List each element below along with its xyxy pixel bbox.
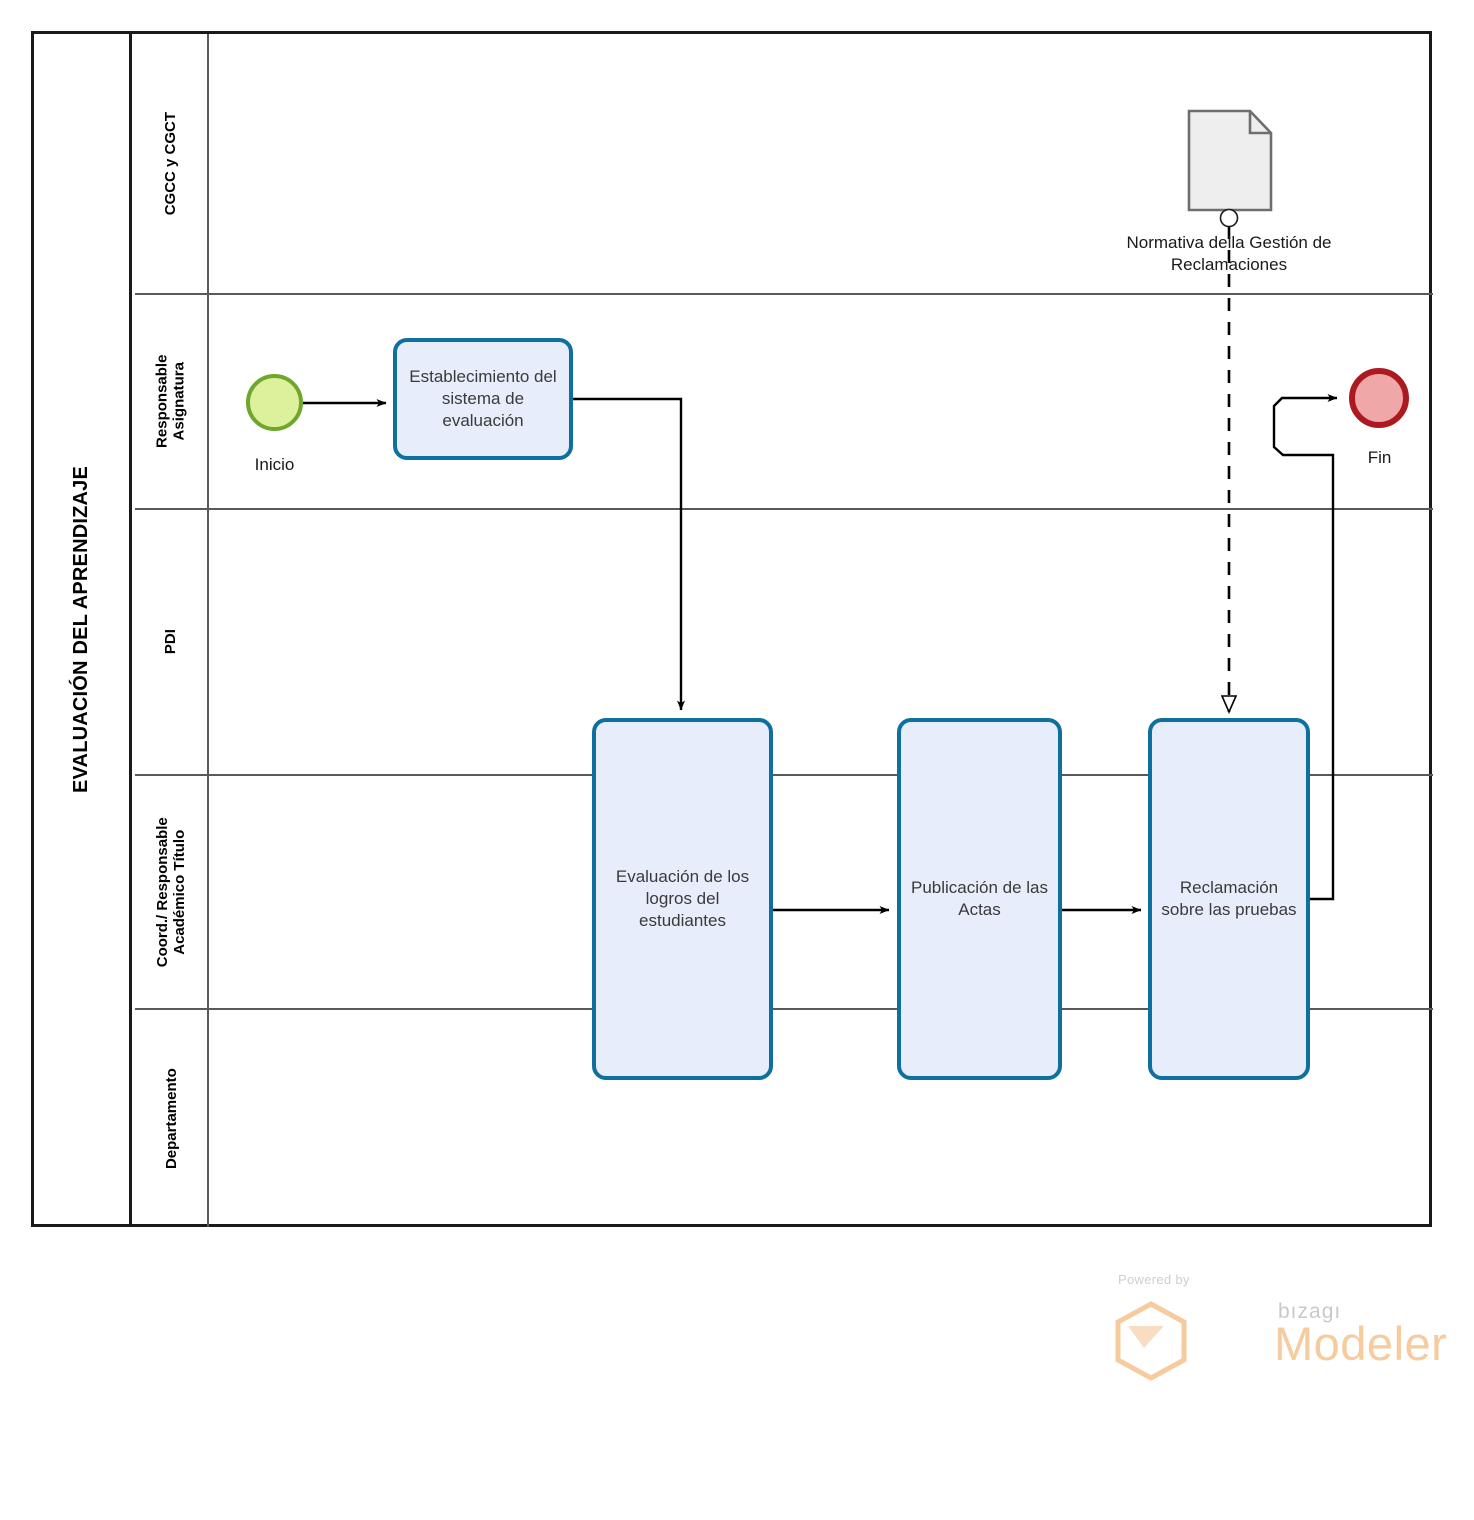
task-label: Establecimiento del sistema de evaluació… xyxy=(409,367,557,430)
lane-label-line2: Asignatura xyxy=(171,362,188,441)
lane-label-column-cgcc: CGCC y CGCT xyxy=(135,34,209,293)
lane-label-line1: Coord./ Responsable xyxy=(153,816,171,968)
task-publicacion-de-las-actas[interactable]: Publicación de las Actas xyxy=(897,718,1062,1080)
lane-label-departamento: Departamento xyxy=(162,1068,180,1169)
lane-label-cgcc: CGCC y CGCT xyxy=(162,111,180,216)
lane-label-column-departamento: Departamento xyxy=(135,1010,209,1227)
lane-departamento: Departamento xyxy=(135,1010,1433,1227)
lane-label-column-pdi: PDI xyxy=(135,510,209,774)
task-label: Evaluación de los logros del estudiantes xyxy=(615,867,750,930)
task-label: Publicación de las Actas xyxy=(910,878,1049,919)
lane-cgcc-y-cgct: CGCC y CGCT xyxy=(135,34,1433,295)
lane-label-column-coord: Coord./ Responsable Académico Título xyxy=(135,776,209,1008)
lane-coord-responsable-academico-titulo: Coord./ Responsable Académico Título xyxy=(135,776,1433,1010)
powered-by-label: Powered by xyxy=(1118,1272,1190,1287)
lane-responsable-asignatura: Responsable Asignatura xyxy=(135,295,1433,510)
task-reclamacion-sobre-las-pruebas[interactable]: Reclamación sobre las pruebas xyxy=(1148,718,1310,1080)
lane-label-line1: Responsable xyxy=(153,354,171,449)
lane-label-column-responsable-asignatura: Responsable Asignatura xyxy=(135,295,209,508)
task-evaluacion-de-los-logros-del-estudiantes[interactable]: Evaluación de los logros del estudiantes xyxy=(592,718,773,1080)
lane-label-line2: Académico Título xyxy=(171,829,188,955)
bizagi-logo-icon xyxy=(1115,1301,1187,1381)
lane-label-pdi: PDI xyxy=(162,629,180,655)
end-event-label: Fin xyxy=(1367,448,1392,467)
lane-label-responsable-asignatura: Responsable Asignatura xyxy=(154,355,189,448)
task-establecimiento-del-sistema-de-evaluacion[interactable]: Establecimiento del sistema de evaluació… xyxy=(393,338,573,460)
task-label: Reclamación sobre las pruebas xyxy=(1161,878,1297,919)
pool-title-column: EVALUACIÓN DEL APRENDIZAJE xyxy=(34,34,132,1224)
end-event-fin[interactable] xyxy=(1349,368,1409,428)
start-event-label: Inicio xyxy=(254,455,295,474)
lane-label-coord: Coord./ Responsable Académico Título xyxy=(154,817,189,967)
lane-pdi: PDI xyxy=(135,510,1433,776)
bizagi-modeler-badge: Powered by bızagı Modeler xyxy=(1112,1272,1447,1382)
start-event-inicio[interactable] xyxy=(246,374,303,431)
bizagi-wordmark: bızagı xyxy=(1278,1300,1342,1323)
page-title: EVALUACIÓN DEL APRENDIZAJE xyxy=(70,465,92,793)
modeler-wordmark: Modeler xyxy=(1274,1317,1448,1370)
data-object-label: Normativa della Gestión de Reclamaciones xyxy=(1126,233,1332,275)
